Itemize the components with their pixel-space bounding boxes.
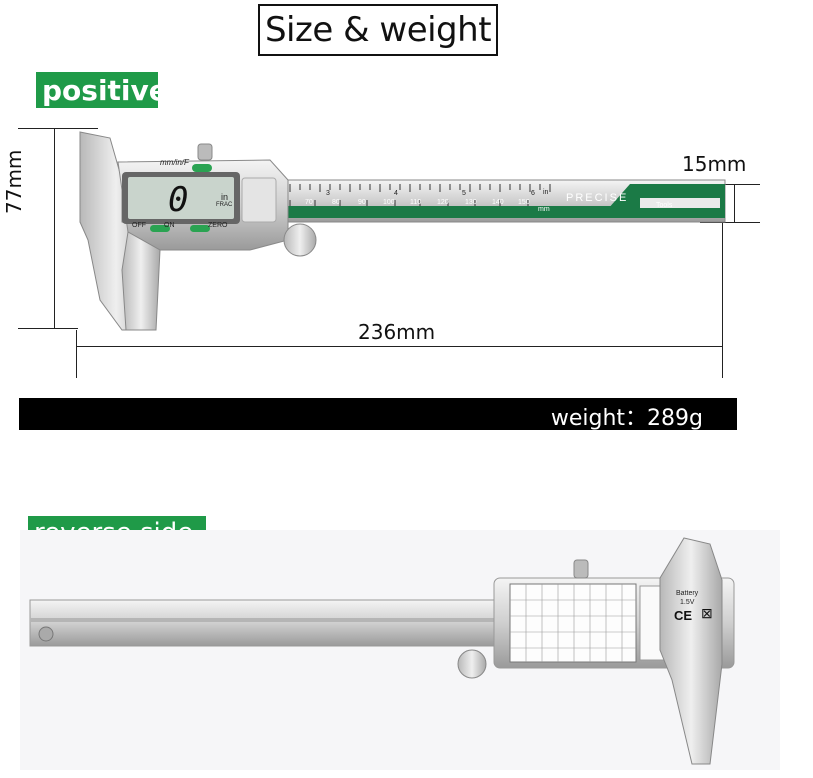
mm-label: 130 [465,199,477,206]
caliper-back-illustration [20,530,780,770]
page-title: Size & weight [258,4,498,56]
height-line-bottom [18,328,78,329]
scale-unit-mm: mm [538,206,550,213]
thickness-line-vertical [734,184,735,222]
battery-value: 1.5V [680,599,695,606]
height-label: 77mm [2,149,26,214]
mm-label: 150 [518,199,530,206]
lcd-reading: 0 [168,180,189,220]
mm-label: 100 [383,199,395,206]
scale-unit-in: in [543,189,549,196]
mm-label: 80 [332,199,340,206]
zero-button-label: ZERO [208,222,228,229]
in-label: 4 [394,190,398,197]
lcd-unit-frac: FRAC [216,202,233,208]
thickness-line-bottom [700,222,760,223]
mm-label: 110 [410,199,422,206]
positive-tag: positive [36,72,168,108]
in-label: 3 [326,190,330,197]
weight-banner: weight：289g [19,398,737,431]
length-line-right [722,222,723,378]
off-button-label: OFF [132,222,146,229]
height-line-top [18,128,98,129]
brand-label: PRECISE [566,192,629,204]
mm-label: 140 [492,199,504,206]
weee-bin-icon: ⊠ [701,605,713,621]
on-button-label: ON [164,222,175,229]
mm-label: 90 [358,199,366,206]
in-label: 6 [531,190,535,197]
ce-mark: CE [674,608,693,623]
mode-button-label: mm/in/F [160,158,189,167]
lcd-unit-in: in [221,192,229,202]
mm-label: 70 [305,199,313,206]
length-label: 236mm [358,320,436,344]
length-line-left [76,330,77,378]
brand-tag: Tools [656,202,673,209]
thickness-label: 15mm [682,152,747,176]
length-line-horizontal [76,346,722,347]
mm-label: 120 [437,199,449,206]
caliper-front-illustration [79,131,726,331]
thickness-line-top [700,184,760,185]
battery-label: Battery [676,590,699,597]
in-label: 5 [462,190,466,197]
weight-label: weight：289g [550,406,703,431]
height-line-vertical [54,128,55,328]
